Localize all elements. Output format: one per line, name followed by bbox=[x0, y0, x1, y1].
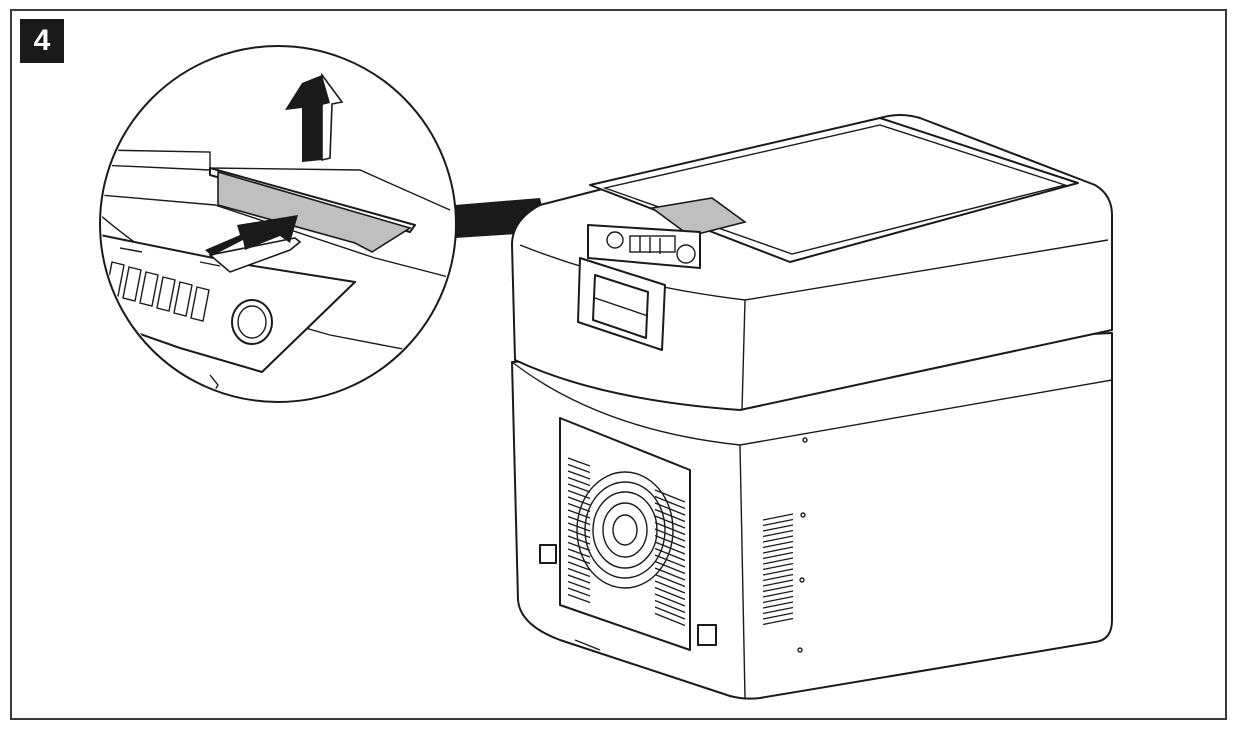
vent-slat bbox=[654, 612, 686, 627]
body-seam bbox=[511, 361, 1113, 446]
fan-grille-icon bbox=[576, 471, 674, 589]
vent-slat bbox=[762, 562, 794, 571]
vent-icon bbox=[654, 489, 686, 627]
vent-slat bbox=[762, 524, 794, 532]
vent-slat bbox=[654, 606, 686, 620]
lid-handle bbox=[577, 257, 666, 351]
vent-slat bbox=[654, 541, 686, 555]
vent-slat bbox=[567, 470, 591, 480]
figure-frame bbox=[10, 9, 1227, 720]
vent-slat bbox=[567, 509, 591, 519]
control-panel-buttons bbox=[105, 261, 210, 322]
lid-release-tab bbox=[650, 197, 747, 237]
magnified-detail bbox=[99, 45, 457, 403]
vent-slat bbox=[762, 540, 794, 549]
vent-slat bbox=[567, 463, 591, 474]
vent-slat bbox=[567, 548, 591, 558]
vent-slat bbox=[567, 528, 591, 539]
vent-slat bbox=[567, 483, 591, 493]
vent-slat bbox=[654, 573, 686, 588]
vent-slat bbox=[567, 587, 591, 597]
vent-slat bbox=[654, 547, 686, 562]
panel-button bbox=[156, 276, 176, 312]
vent-slat bbox=[654, 554, 686, 568]
vent-slat bbox=[762, 601, 794, 609]
release-tab bbox=[217, 170, 412, 253]
panel-button bbox=[122, 266, 142, 302]
lid-front-edge bbox=[741, 299, 746, 411]
vent-icon bbox=[567, 457, 591, 604]
vent-slat bbox=[567, 567, 591, 578]
vent-slat bbox=[762, 518, 794, 527]
vent-slat bbox=[654, 528, 686, 542]
vent-slat bbox=[762, 590, 794, 598]
lid-top-panel-inner bbox=[602, 124, 1068, 255]
vent-slat bbox=[567, 522, 591, 532]
socket-icon bbox=[697, 624, 717, 646]
vent-slat bbox=[654, 502, 686, 516]
vent-slat bbox=[567, 457, 591, 467]
vent-slat bbox=[762, 584, 794, 593]
vent-slat bbox=[567, 554, 591, 565]
vent-slat bbox=[762, 579, 794, 587]
vent-slat bbox=[654, 515, 686, 529]
vent-slat bbox=[762, 568, 794, 576]
panel-button bbox=[139, 271, 159, 307]
vent-slat bbox=[762, 573, 794, 582]
vent-slat bbox=[762, 529, 794, 538]
vent-slat bbox=[567, 580, 591, 591]
vent-slat bbox=[567, 574, 591, 584]
vent-slat bbox=[762, 535, 794, 543]
panel-button bbox=[173, 281, 193, 317]
vent-slat bbox=[567, 515, 591, 526]
vent-slat bbox=[762, 546, 794, 554]
vent-slat bbox=[762, 606, 794, 615]
vent-slat bbox=[654, 567, 686, 581]
vent-slat bbox=[567, 502, 591, 513]
vent-slat bbox=[654, 580, 686, 594]
vent-slat bbox=[762, 551, 794, 560]
vent-slat bbox=[762, 612, 794, 620]
vent-slat bbox=[567, 496, 591, 506]
vent-slat bbox=[654, 599, 686, 614]
vent-slat bbox=[567, 541, 591, 552]
vent-slat bbox=[654, 489, 686, 503]
vent-slat bbox=[654, 534, 686, 549]
vent-slat bbox=[762, 513, 794, 521]
vent-slat bbox=[567, 593, 591, 604]
vent-slat bbox=[654, 560, 686, 575]
socket-icon bbox=[539, 544, 557, 564]
step-number-badge: 4 bbox=[20, 19, 64, 63]
vent-slat bbox=[654, 593, 686, 607]
vent-slat bbox=[567, 561, 591, 571]
vent-slat bbox=[567, 476, 591, 487]
vent-slat bbox=[654, 521, 686, 536]
arrow-up-icon bbox=[285, 72, 344, 162]
panel-button bbox=[190, 286, 210, 322]
vent-slat bbox=[654, 495, 686, 510]
vent-slat bbox=[567, 535, 591, 545]
vent-slat bbox=[567, 489, 591, 500]
fan-door bbox=[559, 417, 691, 651]
vent-icon bbox=[762, 513, 794, 626]
vent-slat bbox=[762, 557, 794, 565]
vent-slat bbox=[654, 508, 686, 523]
cooler-box bbox=[511, 114, 1113, 700]
control-panel bbox=[587, 224, 701, 269]
vent-slat bbox=[762, 617, 794, 626]
vent-slat bbox=[762, 595, 794, 604]
body-edge bbox=[739, 444, 746, 699]
vent-slat bbox=[654, 586, 686, 601]
arrow-right-icon bbox=[205, 215, 302, 273]
